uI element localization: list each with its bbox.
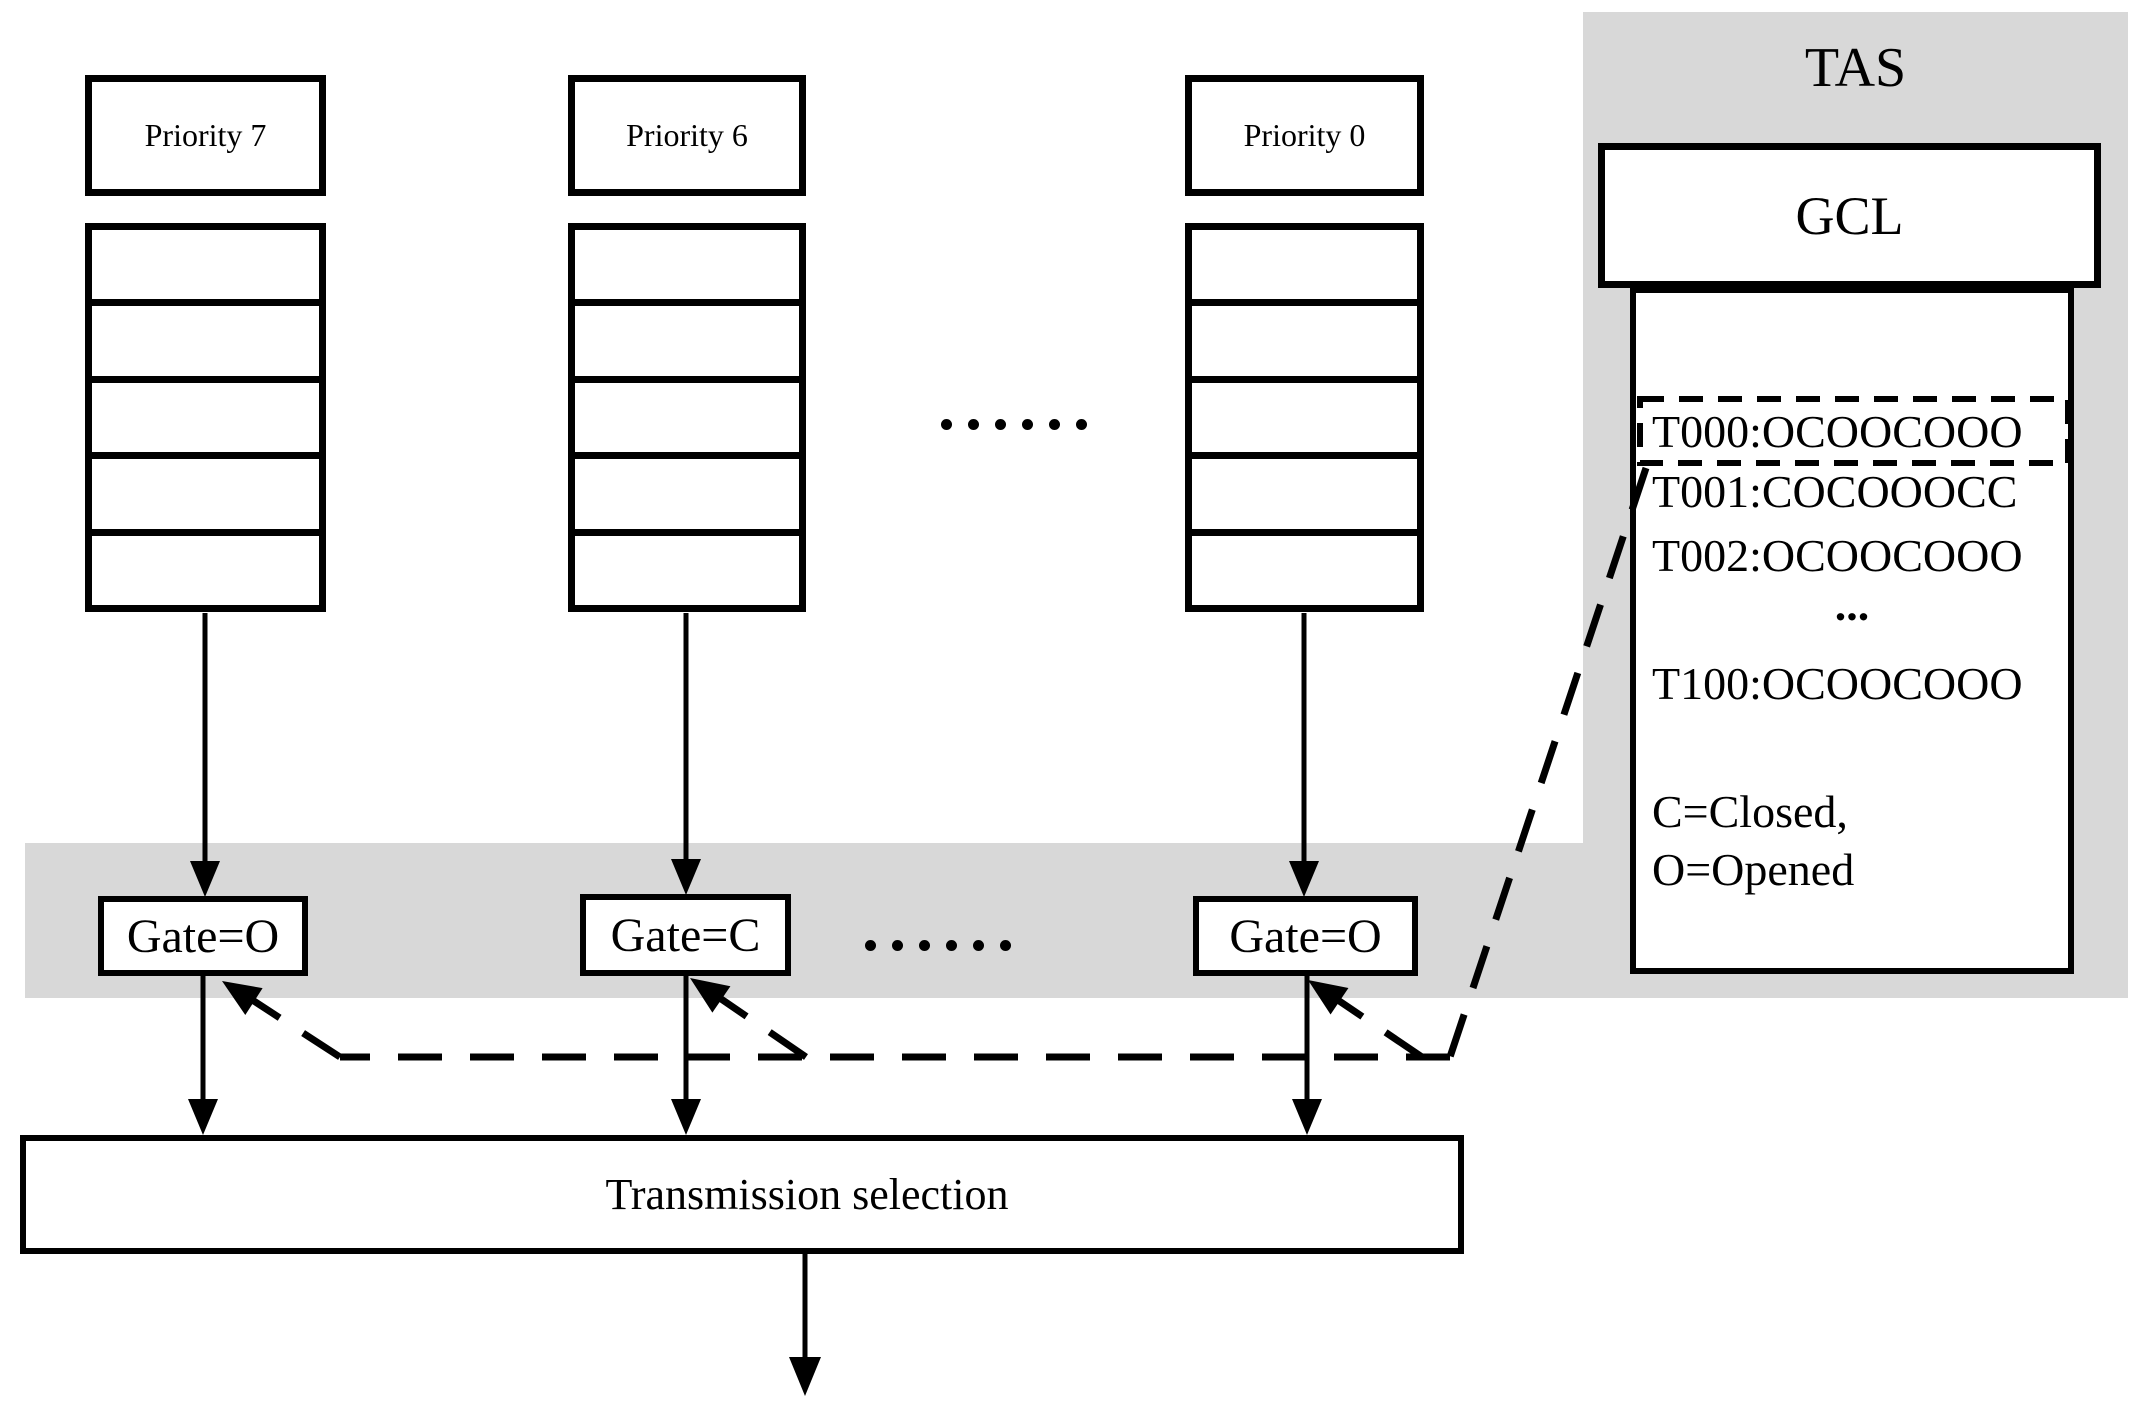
queue-cell <box>575 299 799 376</box>
gate-label-priority7: Gate=O <box>126 909 280 963</box>
gate-priority7: Gate=O <box>98 896 308 976</box>
queue-ellipsis: ...... <box>938 368 1100 444</box>
queue-cell <box>92 452 319 529</box>
queue-cell <box>1192 452 1417 529</box>
queue-stack-priority0 <box>1185 223 1424 612</box>
gcl-legend-opened: O=Opened <box>1652 844 1855 895</box>
queue-label-priority6: Priority 6 <box>626 117 748 153</box>
queue-cell <box>575 452 799 529</box>
queue-stack-priority6 <box>568 223 806 612</box>
queue-cell <box>92 230 319 300</box>
queue-cell <box>1192 230 1417 300</box>
queue-header-priority0: Priority 0 <box>1185 75 1424 196</box>
gcl-legend-closed: C=Closed, <box>1652 786 1848 837</box>
queue-cell <box>92 375 319 453</box>
output-arrow <box>789 1253 821 1396</box>
queue-cell <box>1192 375 1417 453</box>
queue-cell <box>1192 528 1417 606</box>
queue-header-priority7: Priority 7 <box>85 75 326 196</box>
gate-priority6: Gate=C <box>580 894 791 976</box>
queue-cell <box>92 528 319 606</box>
gcl-entry-ellipsis: ... <box>1834 579 1870 630</box>
tas-title: TAS <box>1804 37 1907 99</box>
arrow-gate3-to-transmission <box>1292 975 1322 1135</box>
queue-cell <box>575 375 799 453</box>
gate-ellipsis: ...... <box>862 889 1024 965</box>
gcl-entry-t002: T002:OCOOCOOO <box>1652 530 2023 581</box>
gcl-header-box: GCL <box>1598 143 2101 288</box>
gcl-label: GCL <box>1795 185 1904 246</box>
gcl-entry-t001: T001:COCOOOCC <box>1652 466 2018 517</box>
transmission-selection-label: Transmission selection <box>605 1170 1009 1219</box>
queue-header-priority6: Priority 6 <box>568 75 806 196</box>
gate-label-priority0: Gate=O <box>1229 909 1382 963</box>
queue-cell <box>92 299 319 376</box>
queue-label-priority0: Priority 0 <box>1243 117 1366 153</box>
queue-cell <box>575 230 799 300</box>
transmission-selection-box: Transmission selection <box>20 1135 1464 1254</box>
gcl-entry-t000: T000:OCOOCOOO <box>1652 406 2023 457</box>
queue-label-priority7: Priority 7 <box>144 117 267 153</box>
arrow-gate1-to-transmission <box>188 975 218 1135</box>
gcl-entry-t100: T100:OCOOCOOO <box>1652 658 2023 709</box>
arrow-gate2-to-transmission <box>671 975 701 1135</box>
queue-cell <box>1192 299 1417 376</box>
queue-stack-priority7 <box>85 223 326 612</box>
queue-cell <box>575 528 799 606</box>
gate-priority0: Gate=O <box>1193 896 1418 976</box>
gate-label-priority6: Gate=C <box>610 908 761 962</box>
